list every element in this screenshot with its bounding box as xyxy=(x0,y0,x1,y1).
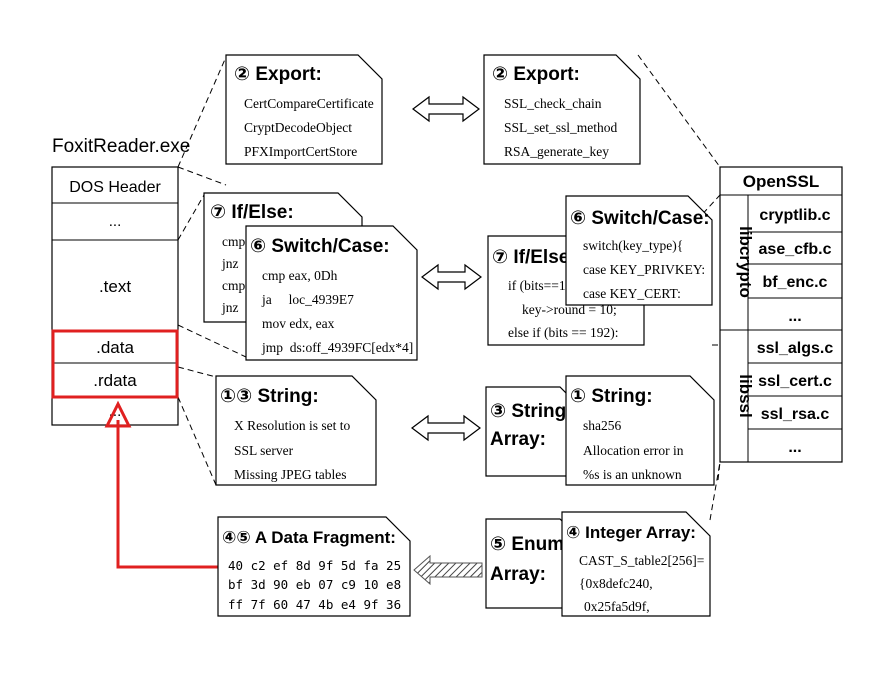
foxit-string-line-1: X Resolution is set to xyxy=(234,418,351,433)
ssl-int-array-title: ④ Integer Array: xyxy=(566,523,696,542)
double-arrow-control-flow xyxy=(421,263,482,291)
foxit-switch-title: ⑥ Switch/Case: xyxy=(250,236,390,257)
libcrypto-label: libcrypto xyxy=(736,226,755,298)
file-ssl-rsa: ssl_rsa.c xyxy=(761,406,830,423)
ssl-int-array-line-2: {0x8defc240, xyxy=(579,576,653,591)
exe-row-text: .text xyxy=(99,277,131,296)
exe-row-rdata: .rdata xyxy=(93,371,137,390)
foxit-export-line-1: CertCompareCertificate xyxy=(244,96,374,111)
ssl-int-array-box: ④ Integer Array: CAST_S_table2[256]= {0x… xyxy=(561,511,711,617)
ssl-string-box: ① String: sha256 Allocation error in %s … xyxy=(565,375,715,486)
ssl-enum-box: ⑤ Enum Array: xyxy=(485,518,585,609)
ssl-switch-line-3: case KEY_CERT: xyxy=(583,286,681,301)
file-ase-cfb: ase_cfb.c xyxy=(759,241,832,258)
ssl-enum-title-2: Array: xyxy=(490,564,546,585)
ssl-ifelse-line-2: key->round = 10; xyxy=(522,302,617,317)
ssl-int-array-line-3: 0x25fa5d9f, xyxy=(584,599,650,614)
foxit-export-title: ② Export: xyxy=(234,64,322,85)
foxit-switch-line-2: ja loc_4939E7 xyxy=(261,292,354,307)
ssl-export-line-2: SSL_set_ssl_method xyxy=(504,120,618,135)
ssl-enum-title-1: ⑤ Enum xyxy=(490,534,564,555)
ssl-string-array-box: ③ String Array: xyxy=(485,386,585,477)
foxit-string-box: ①③ String: X Resolution is set to SSL se… xyxy=(215,375,377,486)
foxit-exe-structure: FoxitReader.exe DOS Header ... .text .da… xyxy=(51,136,190,426)
ssl-export-title: ② Export: xyxy=(492,64,580,85)
foxit-fragment-line-1: 40 c2 ef 8d 9f 5d fa 25 xyxy=(228,558,401,573)
foxit-string-line-2: SSL server xyxy=(234,443,294,458)
file-ellipsis-libssl: ... xyxy=(788,439,801,456)
foxit-ifelse-title: ⑦ If/Else: xyxy=(210,202,294,223)
ssl-switch-line-1: switch(key_type){ xyxy=(583,238,683,253)
foxit-ifelse-line-3: cmp xyxy=(222,278,245,293)
openssl-frame xyxy=(719,166,843,463)
file-ellipsis-libcrypto: ... xyxy=(788,308,801,325)
file-bf-enc: bf_enc.c xyxy=(763,274,828,291)
foxit-ifelse-line-4: jnz xyxy=(221,300,239,315)
foxit-string-line-3: Missing JPEG tables xyxy=(234,467,347,482)
foxit-switch-line-4: jmp ds:off_4939FC[edx*4] xyxy=(261,340,413,355)
file-cryptlib: cryptlib.c xyxy=(759,207,830,224)
ssl-string-line-1: sha256 xyxy=(583,418,621,433)
dashed-connectors xyxy=(177,54,721,521)
ssl-string-line-2: Allocation error in xyxy=(583,443,684,458)
foxit-switch-box: ⑥ Switch/Case: cmp eax, 0Dh ja loc_4939E… xyxy=(245,225,418,361)
foxit-export-line-2: CryptDecodeObject xyxy=(244,120,352,135)
libssl-label: libssl xyxy=(736,374,755,417)
ssl-int-array-line-1: CAST_S_table2[256]= xyxy=(579,553,704,568)
exe-frame xyxy=(51,166,179,426)
foxit-fragment-line-2: bf 3d 90 eb 07 c9 10 e8 xyxy=(228,577,401,592)
foxit-export-line-3: PFXImportCertStore xyxy=(244,144,357,159)
hatched-arrow-data xyxy=(413,554,483,586)
ssl-switch-box: ⑥ Switch/Case: switch(key_type){ case KE… xyxy=(565,195,713,306)
foxit-fragment-title: ④⑤ A Data Fragment: xyxy=(222,528,396,547)
exe-row-dos-header: DOS Header xyxy=(69,179,161,196)
openssl-title: OpenSSL xyxy=(743,172,820,191)
ssl-switch-title: ⑥ Switch/Case: xyxy=(570,208,710,229)
ssl-ifelse-title: ⑦ If/Else xyxy=(492,247,569,268)
ssl-string-title: ① String: xyxy=(570,386,653,407)
file-ssl-cert: ssl_cert.c xyxy=(758,373,832,390)
ssl-export-line-3: RSA_generate_key xyxy=(504,144,609,159)
foxit-string-title: ①③ String: xyxy=(220,386,319,407)
ssl-export-line-1: SSL_check_chain xyxy=(504,96,602,111)
foxit-export-box: ② Export: CertCompareCertificate CryptDe… xyxy=(225,54,383,165)
file-ssl-algs: ssl_algs.c xyxy=(757,340,834,357)
data-sections-highlight xyxy=(51,329,179,399)
ssl-switch-line-2: case KEY_PRIVKEY: xyxy=(583,262,705,277)
foxit-ifelse-line-1: cmp xyxy=(222,234,245,249)
ssl-export-box: ② Export: SSL_check_chain SSL_set_ssl_me… xyxy=(483,54,641,165)
foxit-exe-title: FoxitReader.exe xyxy=(52,136,190,157)
double-arrow-strings xyxy=(411,414,481,442)
foxit-fragment-line-3: ff 7f 60 47 4b e4 9f 36 xyxy=(228,597,401,612)
foxit-ifelse-line-2: jnz xyxy=(221,256,239,271)
exe-row-data: .data xyxy=(96,338,134,357)
foxit-fragment-box: ④⑤ A Data Fragment: 40 c2 ef 8d 9f 5d fa… xyxy=(217,516,411,617)
ssl-string-array-title-2: Array: xyxy=(490,429,546,450)
foxit-switch-line-1: cmp eax, 0Dh xyxy=(262,268,338,283)
ssl-string-line-3: %s is an unknown xyxy=(583,467,682,482)
double-arrow-export xyxy=(412,95,480,123)
exe-row-ellipsis-top: ... xyxy=(109,213,122,230)
ssl-string-array-title-1: ③ String xyxy=(490,401,566,422)
openssl-structure: OpenSSL libcrypto libssl cryptlib.c ase_… xyxy=(719,166,843,463)
ssl-ifelse-line-1: if (bits==1 xyxy=(508,278,566,293)
ssl-ifelse-line-3: else if (bits == 192): xyxy=(508,325,618,340)
foxit-switch-line-3: mov edx, eax xyxy=(262,316,335,331)
red-arrow xyxy=(104,400,218,569)
